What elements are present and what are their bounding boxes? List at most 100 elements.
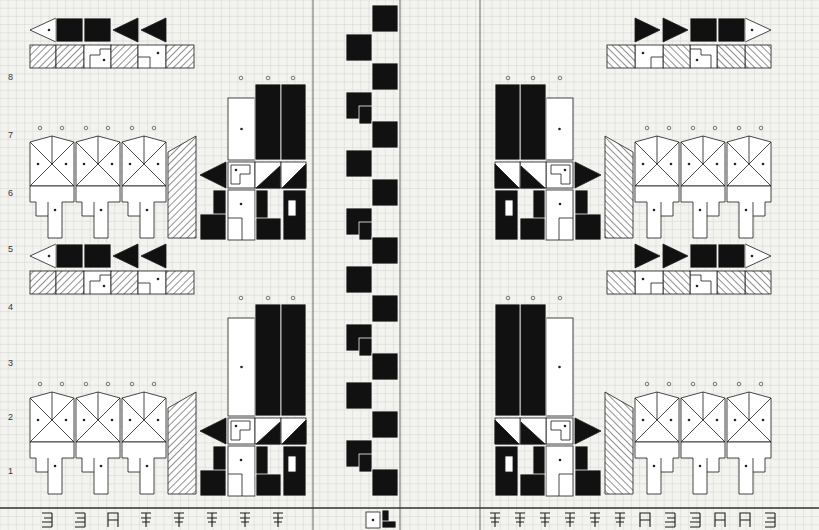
dot-mark <box>100 209 103 212</box>
pattern-line <box>615 513 625 527</box>
row-number: 7 <box>8 130 13 140</box>
pattern-line <box>715 513 725 527</box>
grid-line <box>0 369 819 370</box>
pattern-line <box>515 513 525 527</box>
black-cell <box>372 63 398 90</box>
black-cell <box>359 106 372 124</box>
dot-mark <box>558 128 561 131</box>
black-cell <box>533 190 545 220</box>
black-cell <box>256 190 268 220</box>
grid-line <box>16 0 17 530</box>
dot-mark <box>558 366 561 369</box>
ring-mark <box>84 126 88 130</box>
black-triangle <box>141 244 166 268</box>
black-cell <box>575 214 601 240</box>
row-number-slot: 4 <box>8 296 13 314</box>
pattern-line <box>141 513 151 527</box>
dot-mark <box>653 465 656 468</box>
white-cell <box>228 162 255 188</box>
pattern-line <box>559 474 573 496</box>
grid-line <box>0 311 819 312</box>
hatched-cell <box>30 45 56 68</box>
ring-mark <box>60 382 64 386</box>
white-notch <box>505 456 513 472</box>
black-cell <box>520 84 546 160</box>
pattern-line <box>665 513 675 527</box>
pattern-line <box>174 513 184 527</box>
grid-line <box>0 8 819 9</box>
pattern-line <box>228 218 242 240</box>
crossed-box <box>76 392 120 442</box>
dot-mark <box>653 209 656 212</box>
grid-line <box>0 0 819 1</box>
ring-mark <box>759 382 763 386</box>
pattern-line <box>94 202 95 216</box>
grid-line <box>475 0 476 530</box>
black-cell <box>382 521 396 528</box>
ring-mark <box>291 76 295 80</box>
divider-line <box>400 0 401 530</box>
white-cell <box>138 271 166 294</box>
dot-mark <box>129 163 132 166</box>
white-cell <box>255 418 281 444</box>
grid-line <box>205 0 206 530</box>
grid-line <box>0 377 819 378</box>
black-triangle <box>575 162 601 188</box>
black-wedge <box>282 164 306 188</box>
t-shape <box>30 442 74 494</box>
white-cell <box>520 418 546 444</box>
white-triangle <box>745 244 771 268</box>
dot-mark <box>734 163 737 166</box>
ring-mark <box>645 126 649 130</box>
white-step <box>551 165 570 184</box>
grid-line <box>795 0 796 530</box>
dot-mark <box>642 163 645 166</box>
dot-mark <box>751 29 754 32</box>
ring-mark <box>291 296 295 300</box>
grid-line <box>410 0 411 530</box>
grid-line <box>0 82 819 83</box>
ring-mark <box>691 382 695 386</box>
grid-line <box>524 0 525 530</box>
black-triangle <box>141 18 166 42</box>
pattern-line <box>273 513 283 527</box>
row-number-slot: 5 <box>8 238 13 256</box>
grid-line <box>0 106 819 107</box>
dot-mark <box>745 209 748 212</box>
pattern-line <box>651 283 663 294</box>
black-cell <box>255 84 281 160</box>
black-cell <box>718 244 745 268</box>
dot-mark <box>65 163 68 166</box>
dot-mark <box>54 209 57 212</box>
grid-line <box>0 352 819 353</box>
grid-line <box>278 0 279 530</box>
row-number: 4 <box>8 302 13 312</box>
pattern-line <box>76 136 120 186</box>
dot-mark <box>762 163 765 166</box>
row-number: 3 <box>8 358 13 368</box>
grid-line <box>0 73 819 74</box>
dot-mark <box>699 209 702 212</box>
dot-mark <box>146 209 149 212</box>
ring-mark <box>239 296 243 300</box>
ring-mark <box>266 76 270 80</box>
dot-mark <box>48 255 51 258</box>
hatched-cell <box>166 271 194 294</box>
black-cell <box>372 353 398 380</box>
grid-line <box>401 0 402 530</box>
dot-mark <box>129 419 132 422</box>
black-wedge <box>495 420 519 444</box>
grid-line <box>442 0 443 530</box>
hatched-cell <box>745 271 771 294</box>
white-cell <box>281 162 306 188</box>
dot-mark <box>745 465 748 468</box>
ring-mark <box>130 126 134 130</box>
grid-line <box>0 303 819 304</box>
dot-mark <box>111 419 114 422</box>
dot-mark <box>65 419 68 422</box>
crossed-box <box>122 136 166 186</box>
notation-glyphs <box>42 513 775 527</box>
dot-mark <box>559 203 562 206</box>
pattern-line <box>108 513 118 527</box>
